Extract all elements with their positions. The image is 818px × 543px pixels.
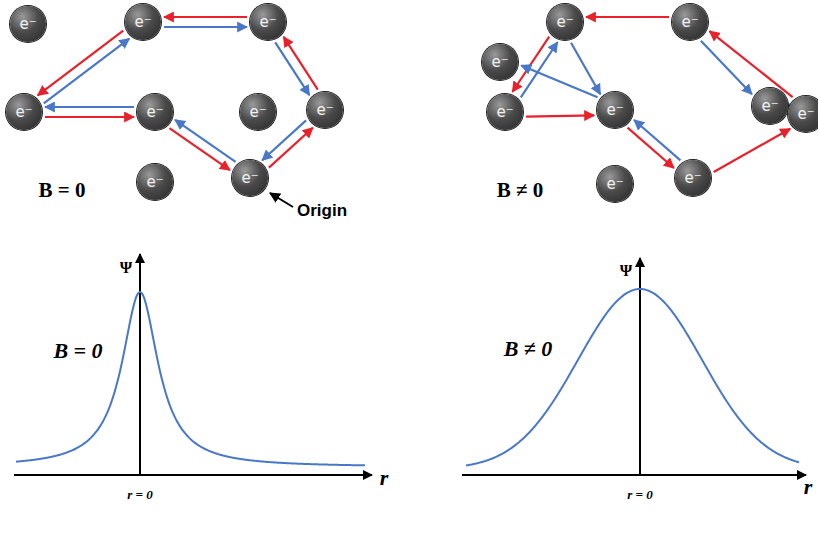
- electron-label: e⁻: [241, 171, 258, 186]
- electron: e⁻: [482, 44, 518, 80]
- graph-label: B = 0: [53, 339, 102, 363]
- motion-arrow: [571, 43, 600, 94]
- motion-arrow: [38, 31, 124, 96]
- tick-label: r = 0: [127, 488, 152, 502]
- electron: e⁻: [307, 92, 343, 128]
- axis-label: r: [804, 475, 813, 499]
- electron-label: e⁻: [316, 103, 333, 118]
- electron: e⁻: [125, 4, 161, 40]
- electron-label: e⁻: [15, 105, 32, 120]
- electron: e⁻: [597, 166, 633, 202]
- electron-label: e⁻: [681, 15, 698, 30]
- axis-label: Ψ: [620, 262, 632, 280]
- electron-label: e⁻: [259, 15, 276, 30]
- motion-arrow: [526, 115, 594, 116]
- motion-arrow: [521, 42, 558, 97]
- wavefunction-curve: [16, 292, 365, 465]
- electron: e⁻: [137, 164, 173, 200]
- electron-label: e⁻: [797, 107, 814, 122]
- motion-arrow: [710, 31, 793, 97]
- electron: e⁻: [752, 88, 788, 124]
- leader-arrow: [270, 193, 293, 207]
- electron-label: e⁻: [761, 99, 778, 114]
- motion-arrow: [521, 65, 597, 97]
- motion-arrow: [714, 129, 790, 172]
- motion-arrow: [175, 120, 236, 162]
- electron-label: e⁻: [496, 105, 513, 120]
- motion-arrow: [45, 106, 134, 108]
- electron: e⁻: [675, 160, 711, 196]
- motion-arrow: [169, 128, 230, 170]
- electron: e⁻: [487, 94, 523, 130]
- electron-label: e⁻: [606, 177, 623, 192]
- electron: e⁻: [232, 160, 268, 196]
- electron-label: e⁻: [146, 105, 163, 120]
- electron-label: e⁻: [134, 15, 151, 30]
- axis-label: Ψ: [120, 259, 132, 277]
- origin-label: Origin: [297, 202, 347, 221]
- electron: e⁻: [672, 4, 708, 40]
- motion-arrow: [284, 37, 318, 90]
- motion-arrow: [45, 116, 134, 118]
- motion-arrow: [44, 39, 130, 104]
- field-label: B = 0: [39, 179, 86, 202]
- electron: e⁻: [137, 94, 173, 130]
- tick-label: r = 0: [627, 488, 652, 502]
- psi-axis: [139, 254, 141, 476]
- electron-label: e⁻: [19, 17, 36, 32]
- electron-label: e⁻: [556, 15, 573, 30]
- electron-label: e⁻: [684, 171, 701, 186]
- electron: e⁻: [788, 96, 818, 132]
- axis-label: r: [380, 466, 389, 490]
- electron: e⁻: [597, 92, 633, 128]
- psi-axis: [639, 258, 641, 476]
- motion-arrow: [164, 16, 247, 18]
- wavefunction-curve: [466, 289, 799, 465]
- electron-label: e⁻: [606, 103, 623, 118]
- r-axis: [462, 474, 806, 476]
- graph-label: B ≠ 0: [504, 337, 553, 361]
- r-axis: [14, 474, 372, 476]
- electron: e⁻: [240, 94, 276, 130]
- electron: e⁻: [547, 4, 583, 40]
- electron-label: e⁻: [249, 105, 266, 120]
- motion-arrow: [269, 128, 313, 168]
- field-label: B ≠ 0: [497, 179, 544, 202]
- motion-arrow: [586, 16, 669, 18]
- motion-arrow: [701, 41, 752, 95]
- motion-arrow: [634, 120, 680, 160]
- electron: e⁻: [250, 4, 286, 40]
- electron-label: e⁻: [146, 175, 163, 190]
- electron-label: e⁻: [491, 55, 508, 70]
- electron: e⁻: [6, 94, 42, 130]
- motion-arrow: [164, 26, 247, 28]
- electron: e⁻: [10, 6, 46, 42]
